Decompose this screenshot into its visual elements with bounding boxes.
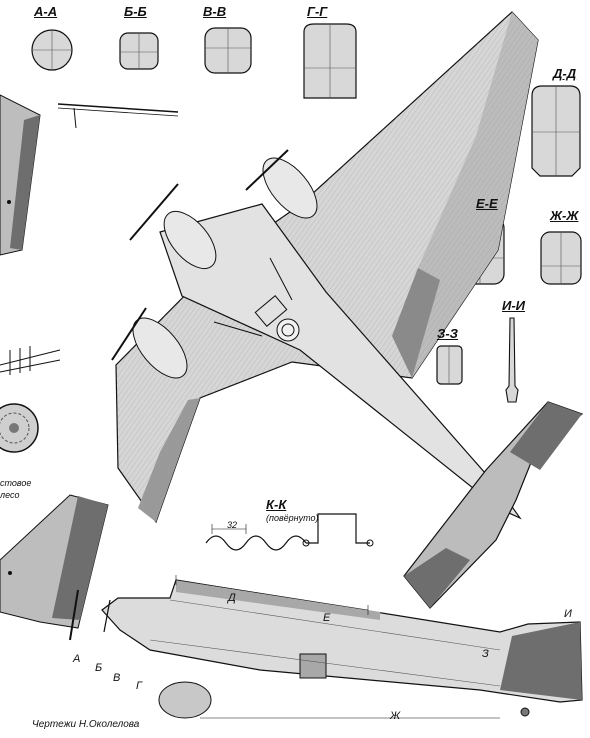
section-vv-shape xyxy=(204,27,252,74)
section-label-vv: В-В xyxy=(203,4,227,19)
main-wheel-fragment xyxy=(0,346,61,453)
station-mark-g: Г xyxy=(136,680,142,692)
section-gg-shape xyxy=(303,23,357,99)
drawing-credit: Чертежи Н.Околелова xyxy=(32,719,140,730)
kk-rotated-note: (повёрнуто) xyxy=(266,513,319,523)
plan-view xyxy=(111,11,584,609)
section-label-aa: А-А xyxy=(34,4,58,19)
station-mark-b: Б xyxy=(95,662,103,674)
section-dd-shape xyxy=(531,85,581,177)
side-view xyxy=(69,575,583,719)
station-mark-a: А xyxy=(73,653,81,665)
station-mark-z: З xyxy=(482,648,489,660)
section-label-zz: З-З xyxy=(437,326,459,341)
station-mark-e: Е xyxy=(323,612,331,624)
section-label-bb: Б-Б xyxy=(124,4,147,19)
section-zhzh-shape xyxy=(540,231,582,285)
section-label-gg: Г-Г xyxy=(307,4,328,19)
section-label-dd: Д-Д xyxy=(553,66,577,81)
corrugation-detail xyxy=(205,513,374,551)
kk-pitch-dimension: 32 xyxy=(227,520,238,530)
section-label-ee: Е-Е xyxy=(476,196,498,211)
section-label-kk: К-К xyxy=(266,497,287,512)
section-label-zhzh: Ж-Ж xyxy=(550,208,579,223)
left-wing-fragment-bottom xyxy=(0,494,109,629)
wheel-caption-line1: стовое xyxy=(0,478,32,488)
station-mark-d: Д xyxy=(228,592,236,604)
section-aa-shape xyxy=(31,29,73,71)
section-label-ii: И-И xyxy=(502,298,526,313)
section-ii-shape xyxy=(505,317,519,403)
station-mark-v: В xyxy=(113,672,121,684)
station-mark-i: И xyxy=(564,608,572,620)
left-wing-fragment-top xyxy=(0,94,179,256)
section-zz-shape xyxy=(436,345,463,385)
section-bb-shape xyxy=(119,32,159,70)
station-mark-zh: Ж xyxy=(390,710,401,722)
wheel-caption-line2: лесо xyxy=(0,490,20,500)
